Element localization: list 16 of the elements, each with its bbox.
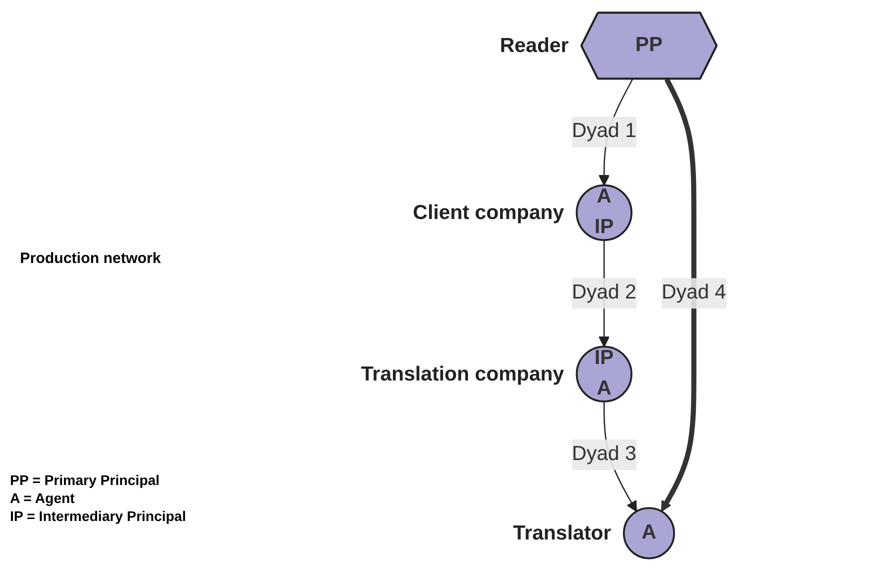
node-caption: Translation company (361, 363, 564, 386)
edge-label: Dyad 2 (572, 282, 636, 304)
node-caption: Client company (412, 202, 564, 224)
key-note: IP = Intermediary Principal (10, 508, 186, 524)
edge-label: Dyad 4 (662, 282, 726, 304)
node-caption: Translator (513, 522, 612, 545)
key-note: PP = Primary Principal (10, 472, 161, 488)
node-circle: A IP (576, 184, 632, 242)
edge-label: Dyad 1 (572, 120, 636, 142)
edge-label: Dyad 3 (572, 443, 636, 465)
diagram-caption: Production network (20, 250, 161, 267)
node-circle: IP A (576, 346, 632, 402)
node-caption: Reader (500, 35, 569, 58)
arrow (660, 78, 696, 512)
key-note: A = Agent (10, 490, 76, 506)
node-circle: A (622, 507, 676, 560)
